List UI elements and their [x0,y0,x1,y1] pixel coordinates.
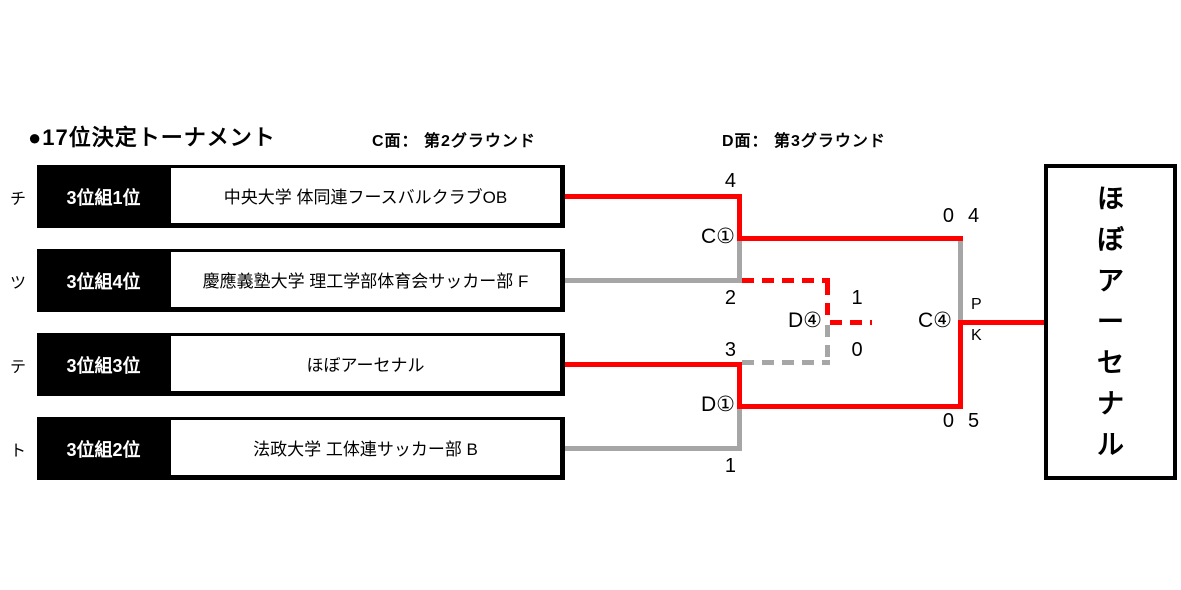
venue-d-label: D面： 第3グラウンド [722,133,886,150]
score-final-top-pk: 4 [968,205,980,227]
winner-name-char: ア [1097,265,1124,296]
line-final-drop-lose [958,241,963,322]
team-name-box: 中央大学 体同連フースバルクラブOB [168,165,565,228]
match-label-d4: D④ [788,309,822,332]
line-final-output-win [958,320,1044,325]
match-label-d1: D① [701,393,735,416]
seed-kana: テ [9,358,26,376]
line-d1-input-bottom-lose [565,446,742,451]
score-final-top-regulation: 0 [942,205,954,227]
venue-c-label: C面： 第2グラウンド [372,133,536,150]
line-d4-output-dashed [830,320,872,325]
score-d4-top: 1 [851,287,863,309]
winner-name-char: ル [1097,429,1124,460]
winner-name-char: ぼ [1097,224,1124,255]
seed-label: 3位組2位 [37,417,170,480]
score-c1-top: 4 [724,170,736,192]
page-title: ●17位決定トーナメント [28,125,276,150]
line-d1-input-top-win [565,362,742,367]
seed-label: 3位組3位 [37,333,170,396]
winner-name-char: ほ [1097,183,1124,214]
line-d4-drop-lose-dashed [825,325,830,362]
seed-kana: ト [9,442,26,460]
winner-name-char: ナ [1097,388,1124,419]
team-name-box: ほぼアーセナル [168,333,565,396]
line-d1-drop-win [737,362,742,409]
score-d1-bottom: 1 [724,455,736,477]
seed-kana: チ [9,190,26,208]
line-d1-drop-lose [737,409,742,451]
line-d4-input-top-dashed [742,278,830,283]
line-d4-drop-win-dashed [825,283,830,322]
score-final-bottom-regulation: 0 [942,410,954,432]
seed-label: 3位組1位 [37,165,170,228]
pk-label-p: P [971,296,982,313]
line-c1-input-bottom-lose [565,278,742,283]
line-d4-input-bottom-dashed [742,360,830,365]
score-c1-bottom: 2 [724,287,736,309]
match-label-c1: C① [701,225,735,248]
score-final-bottom-pk: 5 [968,410,980,432]
line-c1-drop-lose [737,241,742,283]
line-c1-output-win [737,236,963,241]
seed-kana: ツ [9,274,26,292]
winner-name-char: セ [1097,347,1124,378]
pk-label-k: K [971,327,982,344]
team-name-box: 慶應義塾大学 理工学部体育会サッカー部 F [168,249,565,312]
line-c1-input-top-win [565,194,742,199]
score-d4-bottom: 0 [851,339,863,361]
seed-label: 3位組4位 [37,249,170,312]
winner-name-char: ー [1097,306,1124,337]
line-d1-output-win [737,404,963,409]
line-final-drop-win [958,320,963,409]
line-c1-drop-win [737,194,742,241]
match-label-c4: C④ [918,309,952,332]
winner-box: ほ ぼ ア ー セ ナ ル [1044,164,1177,480]
team-name-box: 法政大学 工体連サッカー部 B [168,417,565,480]
score-d1-top: 3 [724,339,736,361]
